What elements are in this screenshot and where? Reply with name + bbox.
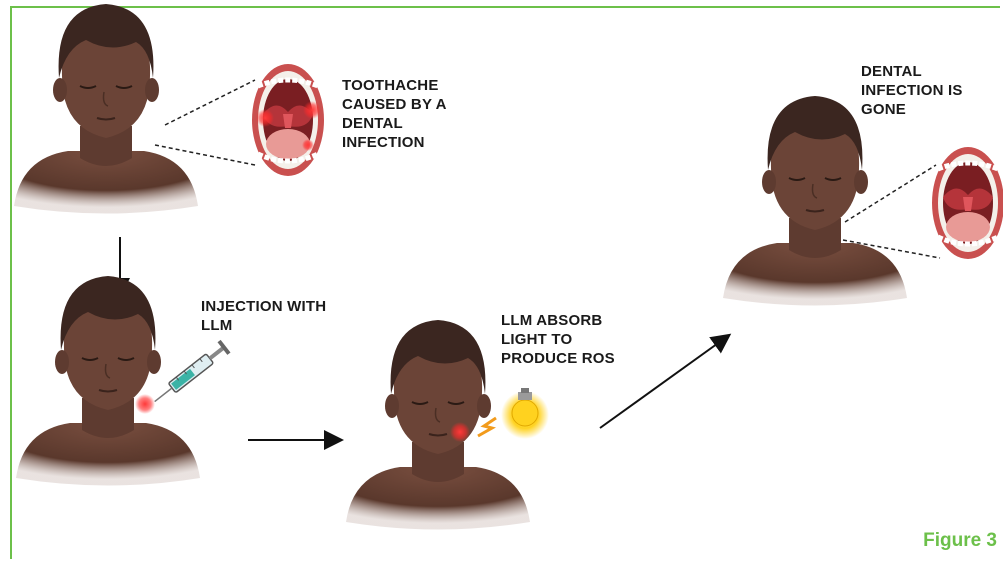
infection-icon xyxy=(302,139,314,151)
infection-icon xyxy=(256,109,274,127)
figure-label: Figure 3 xyxy=(923,530,997,552)
light-bulb-icon xyxy=(501,388,549,439)
infection-icon xyxy=(303,101,321,119)
step-caption-toothache: TOOTHACHE CAUSED BY A DENTAL INFECTION xyxy=(342,76,447,152)
zoom-line xyxy=(165,80,255,125)
person-icon xyxy=(14,4,198,214)
infection-icon xyxy=(450,422,470,442)
syringe-icon xyxy=(150,340,231,408)
person-icon xyxy=(723,96,907,306)
step-caption-healed: DENTAL INFECTION IS GONE xyxy=(861,62,963,119)
arrow-icon xyxy=(600,336,728,428)
open-mouth-icon xyxy=(932,147,1003,259)
step-caption-injection: INJECTION WITH LLM xyxy=(201,297,326,335)
infection-icon xyxy=(135,394,155,414)
lightning-icon xyxy=(478,418,496,436)
open-mouth-icon xyxy=(252,64,324,176)
step-caption-light: LLM ABSORB LIGHT TO PRODUCE ROS xyxy=(501,311,615,368)
